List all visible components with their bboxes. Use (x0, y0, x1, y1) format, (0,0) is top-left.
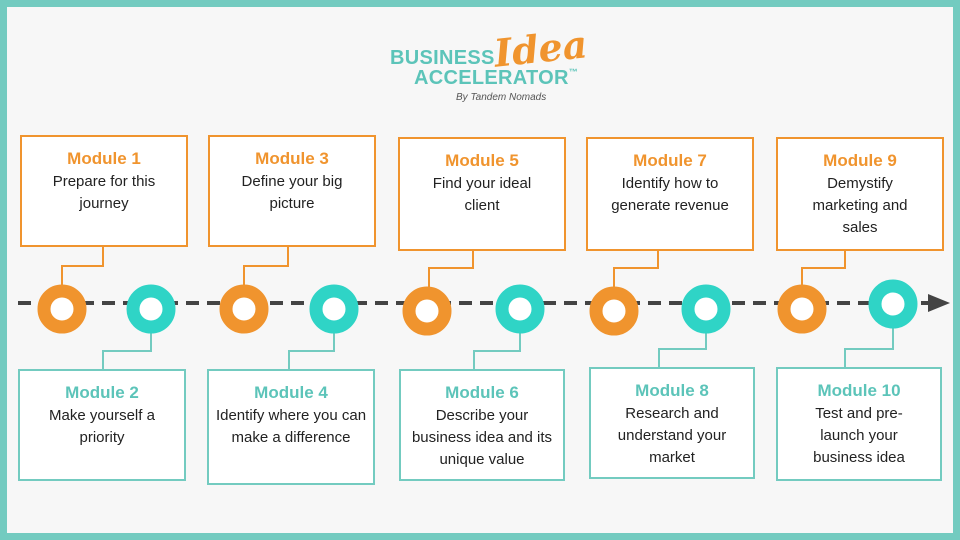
logo-business-text: BUSINESS (390, 47, 495, 69)
timeline-node-module-8 (681, 284, 731, 334)
module-5-box: Module 5 Find your ideal client (398, 137, 566, 251)
connector-module-1 (61, 246, 104, 285)
connector-module-10 (844, 327, 894, 368)
module-10-title: Module 10 (817, 381, 901, 400)
timeline-node-module-3 (219, 284, 269, 334)
timeline-node-module-7 (589, 286, 639, 336)
module-5-description: Find your ideal client (432, 175, 532, 214)
logo-accelerator-word: ACCELERATOR (414, 67, 569, 89)
module-9-box: Module 9 Demystify marketing and sales (776, 137, 944, 251)
business-idea-accelerator-logo: BUSINESS Idea ACCELERATOR™ By Tandem Nom… (388, 21, 589, 110)
module-4-title: Module 4 (254, 383, 328, 402)
module-6-description: Describe your business idea and its uniq… (411, 407, 553, 468)
connector-module-5 (428, 250, 474, 287)
module-4-box: Module 4 Identify where you can make a d… (207, 369, 375, 485)
connector-module-9 (801, 250, 846, 287)
module-2-title: Module 2 (65, 383, 139, 402)
module-10-box: Module 10 Test and pre-launch your busin… (776, 367, 942, 481)
module-6-title: Module 6 (445, 383, 519, 402)
connector-module-8 (658, 331, 707, 368)
module-9-description: Demystify marketing and sales (812, 175, 908, 236)
module-8-description: Research and understand your market (617, 405, 727, 466)
module-8-title: Module 8 (635, 381, 709, 400)
logo-byline: By Tandem Nomads (456, 92, 547, 103)
connector-module-7 (613, 250, 659, 287)
logo-trademark: ™ (568, 67, 579, 77)
connector-module-4 (288, 331, 335, 370)
module-9-title: Module 9 (823, 151, 897, 170)
timeline-node-module-5 (402, 286, 452, 336)
timeline-node-module-9 (777, 284, 827, 334)
timeline-arrowhead (928, 294, 950, 312)
timeline-node-module-4 (309, 284, 359, 334)
logo-accelerator-text: ACCELERATOR™ (414, 67, 578, 90)
module-10-description: Test and pre-launch your business idea (813, 405, 905, 466)
module-7-box: Module 7 Identify how to generate revenu… (586, 137, 754, 251)
module-3-box: Module 3 Define your big picture (208, 135, 376, 247)
timeline-node-module-6 (495, 284, 545, 334)
module-2-box: Module 2 Make yourself a priority (18, 369, 186, 481)
module-2-description: Make yourself a priority (49, 407, 155, 446)
module-4-description: Identify where you can make a difference (215, 407, 367, 446)
module-1-box: Module 1 Prepare for this journey (20, 135, 188, 247)
module-1-description: Prepare for this journey (52, 173, 156, 212)
module-6-box: Module 6 Describe your business idea and… (399, 369, 565, 481)
module-3-description: Define your big picture (241, 173, 343, 212)
module-7-description: Identify how to generate revenue (611, 175, 729, 214)
module-3-title: Module 3 (255, 149, 329, 168)
connector-module-3 (243, 246, 289, 285)
module-8-box: Module 8 Research and understand your ma… (589, 367, 755, 479)
connector-module-2 (102, 331, 152, 370)
module-1-title: Module 1 (67, 149, 141, 168)
timeline-node-module-2 (126, 284, 176, 334)
timeline-node-module-1 (37, 284, 87, 334)
module-5-title: Module 5 (445, 151, 519, 170)
timeline-node-module-10 (868, 279, 918, 329)
module-7-title: Module 7 (633, 151, 707, 170)
connector-module-6 (473, 331, 521, 370)
